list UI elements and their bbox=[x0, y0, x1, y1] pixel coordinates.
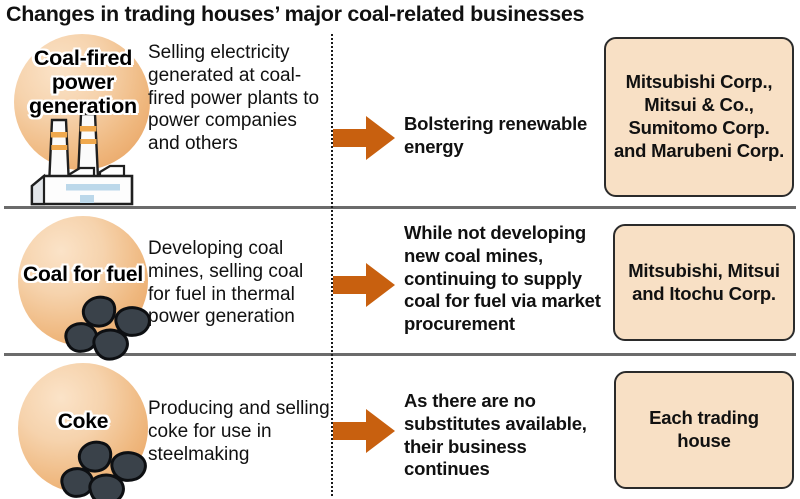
arrow-right-icon bbox=[333, 409, 395, 453]
company-names-0: Mitsubishi Corp., Mitsui & Co., Sumitomo… bbox=[613, 71, 785, 161]
company-box-1: Mitsubishi, Mitsui and Itochu Corp. bbox=[613, 224, 795, 341]
row-divider-1 bbox=[4, 206, 796, 209]
company-box-0: Mitsubishi Corp., Mitsui & Co., Sumitomo… bbox=[604, 37, 794, 197]
description-text-0: Selling electricity generated at coal-fi… bbox=[148, 42, 320, 155]
description-text-2: Producing and selling coke for use in st… bbox=[148, 398, 330, 465]
category-label-0: Coal-fired power generation bbox=[4, 46, 162, 118]
category-label-1: Coal for fuel bbox=[0, 263, 166, 287]
coal-pile-icon bbox=[60, 440, 147, 499]
table-row: Coal-fired power generation Selling elec… bbox=[0, 30, 800, 207]
category-label-line: Coal-fired bbox=[33, 46, 133, 70]
outcome-text-2: As there are no substitutes available, t… bbox=[404, 390, 587, 480]
table-row: Coke Producing and selling coke for use … bbox=[0, 357, 800, 499]
category-label-line: power bbox=[51, 70, 115, 95]
category-label-line: Coal for fuel bbox=[23, 263, 143, 286]
power-plant-icon bbox=[30, 112, 134, 206]
arrow-right-icon bbox=[333, 263, 395, 307]
column-dotted-divider bbox=[331, 34, 333, 496]
category-label-line: generation bbox=[29, 94, 137, 119]
company-box-2: Each trading house bbox=[614, 371, 794, 489]
row-divider-2 bbox=[4, 353, 796, 356]
description-text-1: Developing coal mines, selling coal for … bbox=[148, 238, 304, 328]
outcome-text-0: Bolstering renewable energy bbox=[404, 113, 588, 157]
category-label-line: Coke bbox=[57, 410, 109, 433]
arrow-right-icon bbox=[333, 116, 395, 160]
outcome-text-1: While not developing new coal mines, con… bbox=[404, 222, 601, 334]
category-label-2: Coke bbox=[0, 410, 166, 434]
company-names-2: Each trading house bbox=[649, 407, 759, 451]
table-row: Coal for fuel Developing coal mines, sel… bbox=[0, 210, 800, 361]
coal-pile-icon bbox=[64, 295, 151, 361]
page-title: Changes in trading houses’ major coal-re… bbox=[6, 2, 585, 26]
company-names-1: Mitsubishi, Mitsui and Itochu Corp. bbox=[628, 259, 780, 304]
